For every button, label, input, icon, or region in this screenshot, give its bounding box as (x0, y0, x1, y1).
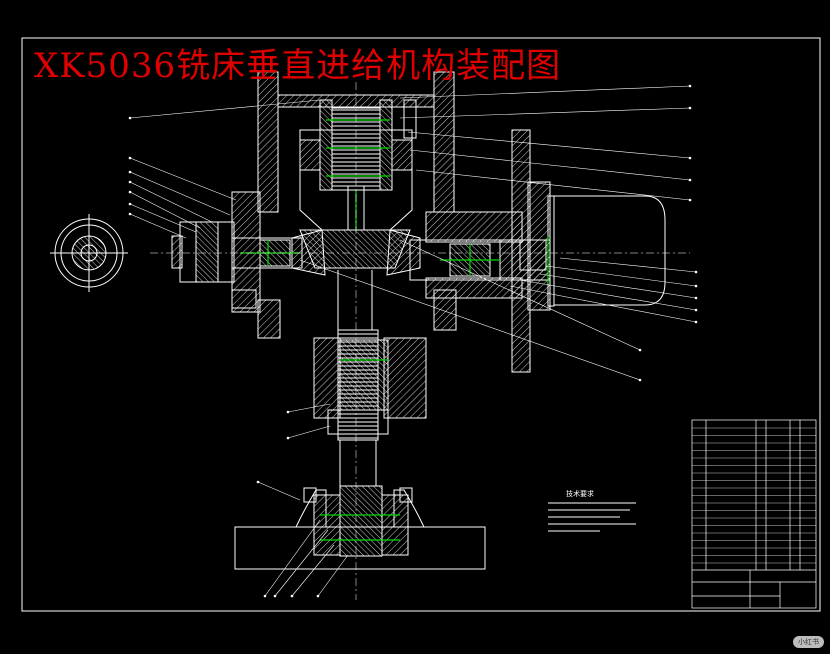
reference-mark (638, 348, 642, 352)
reference-mark (688, 84, 692, 88)
right-shaft-assembly (409, 129, 666, 373)
reference-mark (688, 106, 692, 110)
reference-mark (286, 436, 290, 440)
bevel-gear-pair (291, 229, 421, 276)
reference-mark (128, 156, 132, 160)
leader-lines (129, 85, 697, 597)
part-reference-marks (128, 84, 698, 598)
reference-mark (688, 178, 692, 182)
reference-mark (694, 270, 698, 274)
reference-mark (273, 594, 277, 598)
watermark-badge: 小红书 (793, 636, 824, 648)
reference-mark (694, 284, 698, 288)
drawing-frame (21, 37, 821, 612)
reference-mark (688, 156, 692, 160)
tech-requirements-block (548, 502, 636, 532)
reference-mark (128, 116, 132, 120)
reference-mark (128, 170, 132, 174)
parts-list-table (691, 419, 817, 609)
reference-mark (638, 378, 642, 382)
lower-base (234, 485, 486, 570)
reference-mark (128, 180, 132, 184)
reference-mark (128, 212, 132, 216)
reference-mark (694, 308, 698, 312)
reference-mark (316, 594, 320, 598)
reference-mark (694, 296, 698, 300)
reference-mark (290, 594, 294, 598)
tech-requirements-heading: 技术要求 (566, 489, 594, 498)
drawing-title: XK5036铣床垂直进给机构装配图 (34, 46, 562, 86)
reference-mark (694, 320, 698, 324)
reference-mark (128, 202, 132, 206)
centerlines (240, 119, 549, 541)
left-shaft-assembly (171, 191, 303, 339)
parts-list-rows (692, 427, 816, 564)
side-view-gear (50, 214, 128, 292)
reference-mark (688, 198, 692, 202)
reference-mark (263, 594, 267, 598)
reference-mark (128, 190, 132, 194)
reference-mark (286, 410, 290, 414)
reference-mark (256, 480, 260, 484)
vertical-spindle (313, 270, 427, 486)
